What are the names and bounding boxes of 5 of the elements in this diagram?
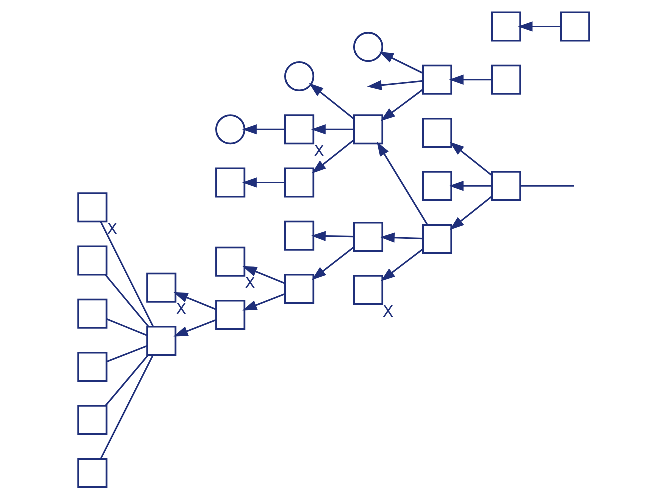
- node-label: X: [244, 274, 256, 293]
- node-label: X: [175, 300, 186, 319]
- node-label: X: [313, 141, 324, 160]
- node-label: X: [106, 219, 118, 238]
- node-label: X: [382, 302, 394, 321]
